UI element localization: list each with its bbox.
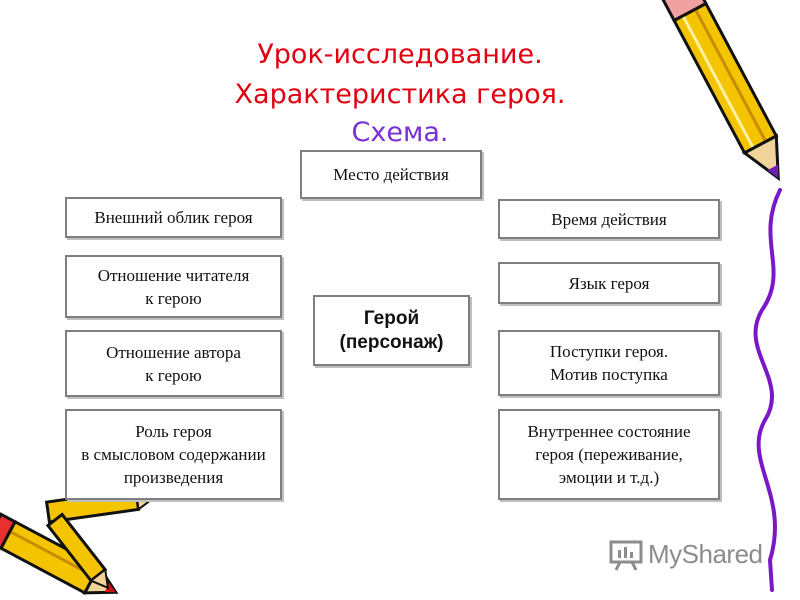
title-line-2: Характеристика героя. — [234, 79, 566, 110]
watermark-text: MyShared — [648, 538, 763, 569]
box-inner-state: Внутреннее состояние героя (переживание,… — [498, 409, 720, 500]
myshared-watermark: MyShared — [608, 534, 763, 574]
title-line-1: Урок-исследование. — [257, 39, 543, 70]
box-label: эмоции и т.д.) — [558, 468, 660, 487]
box-time-of-action: Время действия — [498, 199, 720, 239]
box-label: Внутреннее состояние — [527, 422, 691, 441]
pencil-top-right-icon — [660, 0, 780, 182]
presentation-icon — [609, 540, 643, 571]
box-label: Место действия — [333, 165, 449, 184]
box-hero: Герой (персонаж) — [313, 295, 470, 366]
box-label: Отношение читателя — [97, 265, 250, 285]
box-place-of-action: Место действия — [300, 150, 482, 199]
box-label: к герою — [145, 288, 202, 308]
squiggle-line — [753, 188, 782, 592]
box-hero-language: Язык героя — [498, 262, 720, 304]
title-line-3: Схема. — [351, 117, 449, 148]
box-hero-actions: Поступки героя. Мотив поступка — [498, 330, 720, 396]
box-reader-attitude: Отношение читателя к герою — [65, 255, 282, 318]
box-label: к герою — [145, 365, 202, 385]
box-label: (персонаж) — [339, 331, 444, 353]
box-appearance: Внешний облик героя — [65, 197, 282, 238]
box-hero-role: Роль героя в смысловом содержании произв… — [65, 409, 282, 500]
box-label: Внешний облик героя — [94, 208, 253, 227]
box-label: произведения — [123, 468, 224, 487]
box-label: Мотив поступка — [550, 365, 668, 384]
box-label: Отношение автора — [106, 342, 241, 362]
box-label: Поступки героя. — [549, 342, 669, 361]
box-label: Язык героя — [568, 273, 650, 293]
box-label: Герой — [363, 307, 420, 329]
box-label: героя (переживание, — [535, 445, 683, 464]
box-label: Роль героя — [135, 422, 212, 441]
box-label: в смысловом содержании — [81, 445, 266, 464]
box-author-attitude: Отношение автора к герою — [65, 330, 282, 397]
pencil-bottom-left-3-icon — [45, 512, 110, 590]
box-label: Время действия — [551, 209, 667, 229]
